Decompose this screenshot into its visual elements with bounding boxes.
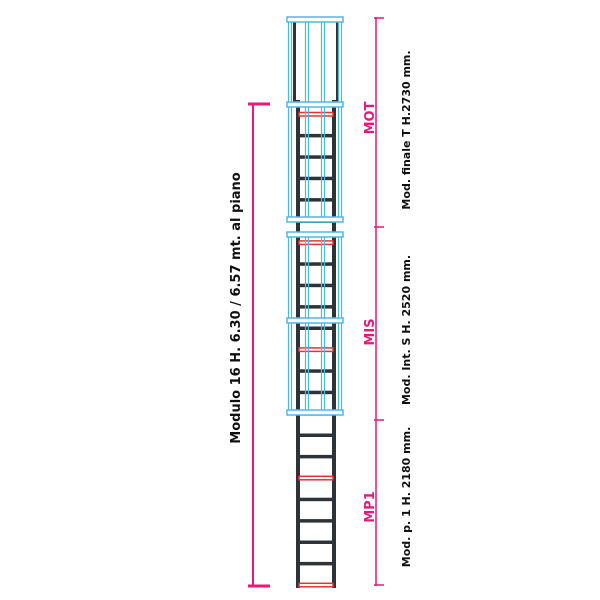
- cage-vertical-bar: [337, 18, 343, 220]
- cage-hoop: [286, 216, 344, 223]
- ladder-rung: [299, 561, 333, 566]
- overall-dimension-label: Modulo 16 H. 6.30 / 6.57 mt. al piano: [229, 172, 244, 444]
- cage-hoop: [286, 101, 344, 108]
- ladder-rung: [299, 262, 333, 266]
- cage-vertical-bar: [337, 233, 343, 415]
- ladder-rung: [299, 133, 333, 138]
- cage-vertical-bar: [304, 233, 310, 415]
- cage-hoop: [286, 16, 344, 23]
- module-code-mis: MIS: [363, 318, 378, 345]
- cage-vertical-bar: [287, 18, 293, 220]
- ladder-rung: [299, 390, 333, 395]
- cage-vertical-bar: [320, 18, 326, 220]
- ladder-rung: [299, 326, 333, 330]
- ladder-rung: [299, 305, 333, 309]
- marked-rung: [298, 475, 334, 481]
- handrail-right: [336, 22, 339, 102]
- module-label-mis: Mod. Int. S H. 2520 mm.: [400, 255, 413, 405]
- module-label-mp1: Mod. p. 1 H. 2180 mm.: [400, 427, 413, 568]
- ladder-rung: [299, 497, 333, 502]
- marked-rung: [298, 582, 334, 588]
- ladder-rung: [299, 176, 333, 181]
- cage-vertical-bar: [304, 18, 310, 220]
- ladder-rung: [299, 283, 333, 288]
- module-label-mot: Mod. finale T H.2730 mm.: [400, 50, 413, 209]
- ladder-rung: [299, 433, 333, 437]
- module-code-mot: MOT: [363, 101, 378, 134]
- ladder-rung: [299, 198, 333, 202]
- ladder-rung: [299, 369, 333, 373]
- cage-hoop: [286, 409, 344, 416]
- module-code-mp1: MP1: [363, 491, 378, 523]
- cage-hoop: [286, 231, 344, 238]
- cage-hoop: [286, 317, 344, 324]
- ladder-rail-right: [332, 100, 336, 588]
- marked-rung: [298, 111, 334, 117]
- handrail-left: [293, 22, 296, 102]
- ladder-rail-left: [296, 100, 300, 588]
- marked-rung: [298, 347, 334, 353]
- marked-rung: [298, 240, 334, 246]
- cage-vertical-bar: [287, 233, 293, 415]
- ladder-rung: [299, 454, 333, 459]
- ladder-rung: [299, 155, 333, 159]
- module-dimension-line: [374, 17, 384, 586]
- ladder-rung: [299, 540, 333, 544]
- cage-vertical-bar: [320, 233, 326, 415]
- ladder-rung: [299, 519, 333, 523]
- safety-cage: [286, 16, 344, 416]
- overall-dimension-line: [248, 102, 270, 588]
